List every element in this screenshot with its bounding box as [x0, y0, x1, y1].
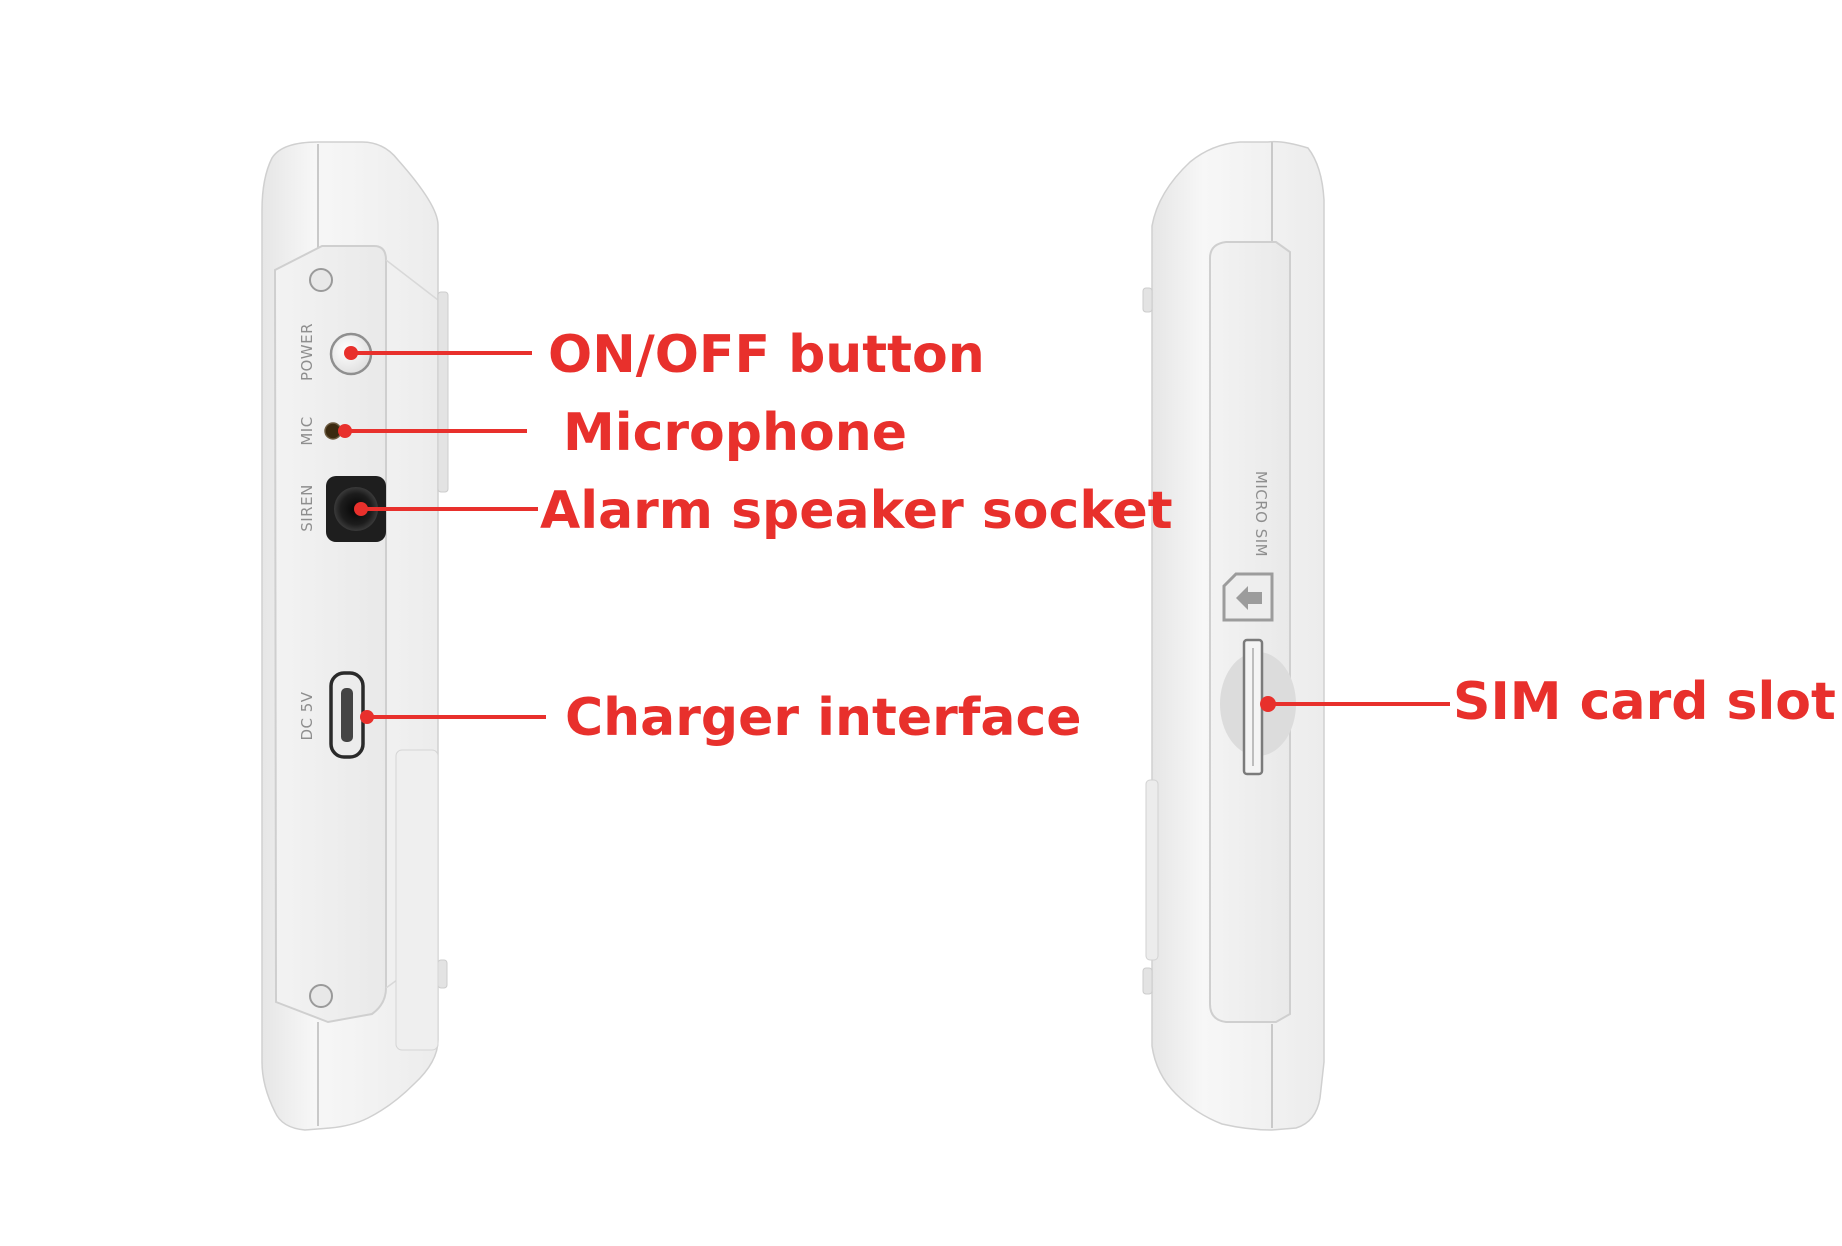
- mic-marking: MIC: [298, 416, 316, 445]
- screw-top: [309, 268, 333, 292]
- right-clip-bottom: [1142, 967, 1153, 995]
- callout-microphone: Microphone: [563, 403, 908, 463]
- screw-bottom: [309, 984, 333, 1008]
- right-clip-top: [1142, 287, 1153, 313]
- leader-dot-on-off: [344, 346, 358, 360]
- side-step: [395, 749, 439, 1051]
- callout-sim-card-slot: SIM card slot: [1453, 672, 1836, 732]
- siren-marking: SIREN: [298, 484, 316, 532]
- side-clip-top: [437, 291, 449, 493]
- left-device: POWER MIC SIREN DC 5V: [261, 141, 449, 1131]
- callout-lines: [338, 346, 1450, 724]
- right-side-step: [1145, 779, 1159, 961]
- charger-port-inner: [341, 688, 353, 742]
- leader-dot-alarm: [354, 502, 368, 516]
- micro-sim-marking: MICRO SIM: [1252, 471, 1270, 557]
- leader-dot-charger: [360, 710, 374, 724]
- side-clip-bottom: [437, 959, 448, 989]
- right-device: MICRO SIM: [1142, 140, 1325, 1131]
- dc-marking: DC 5V: [298, 691, 316, 740]
- leader-dot-sim: [1260, 696, 1276, 712]
- callout-alarm-speaker-socket: Alarm speaker socket: [540, 481, 1173, 541]
- sim-insert-icon: [1222, 572, 1274, 622]
- callout-charger-interface: Charger interface: [565, 688, 1082, 748]
- leader-dot-microphone: [338, 424, 352, 438]
- callout-on-off-button: ON/OFF button: [548, 325, 985, 385]
- power-marking: POWER: [298, 323, 316, 381]
- right-device-panel: [1209, 241, 1291, 1023]
